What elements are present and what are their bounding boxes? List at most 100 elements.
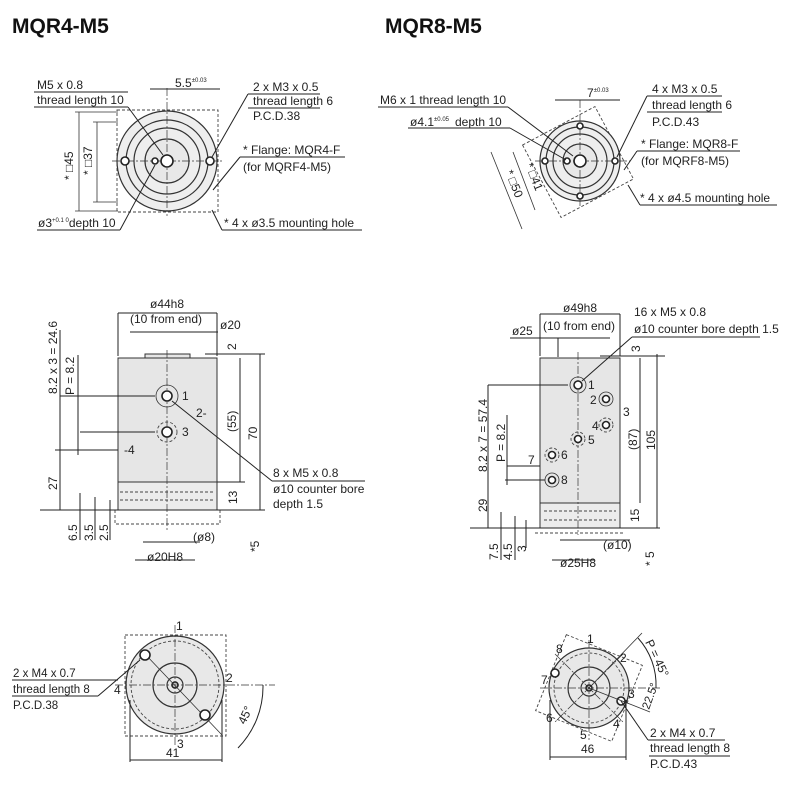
port-bore: ø10 counter bore	[273, 482, 365, 496]
thread-length: thread length 8	[13, 684, 90, 696]
port-8: 8	[556, 642, 563, 656]
side-thread-pcd: P.C.D.43	[652, 115, 699, 129]
from-end: (10 from end)	[130, 312, 202, 326]
port-6: 6	[546, 711, 553, 725]
side-thread-length: thread length 6	[253, 94, 333, 108]
port-6: 6	[561, 448, 568, 462]
pitch-total: 8.2 x 3 = 24.6	[46, 321, 60, 394]
port-2: 2	[620, 651, 627, 665]
dia-neck: ø25	[512, 324, 533, 338]
pitch: P = 8.2	[494, 424, 508, 462]
square-inner-dim: * □37	[81, 146, 95, 175]
dim-5: *5	[248, 540, 262, 552]
offset-dim: 7±0.03	[587, 86, 609, 100]
center-thread-length: thread length 10	[37, 93, 124, 107]
dia-10: (ø10)	[603, 538, 632, 552]
dim-7-5: 7.5	[487, 543, 501, 560]
dim-2: 2	[225, 343, 239, 350]
side-thread-pcd: P.C.D.38	[253, 109, 300, 123]
dim-7: 7	[528, 453, 535, 467]
port-8: 8	[561, 473, 568, 487]
dim-2-5: 2.5	[97, 524, 111, 541]
port-1: 1	[588, 378, 595, 392]
dim-27: 27	[46, 476, 60, 490]
dim-55: (55)	[225, 411, 239, 432]
dia-neck: ø20	[220, 318, 241, 332]
dim-3: 3	[515, 545, 529, 552]
port-4: 4	[592, 419, 599, 433]
model-title-mqr8: MQR8-M5	[385, 15, 482, 38]
side-thread-label: 2 x M3 x 0.5	[253, 80, 319, 94]
width-dim: 41	[166, 746, 180, 760]
dim-4-5: 4.5	[501, 543, 515, 560]
port-4: 4	[114, 683, 121, 697]
port-5: 5	[580, 728, 587, 742]
center-thread-label: M5 x 0.8	[37, 78, 83, 92]
flange-for-label: (for MQRF4-M5)	[243, 160, 331, 174]
port-2: 2-	[196, 406, 207, 420]
port-3: 3	[177, 737, 184, 751]
pin-hole-label: ø3+0.1 0depth 10	[38, 216, 116, 230]
dim-5: * 5	[643, 551, 657, 566]
port-1: 1	[176, 619, 183, 633]
pitch-total: 8.2 x 7 = 57.4	[476, 399, 490, 472]
dim-3-top: 3	[629, 345, 643, 352]
side-thread-label: 4 x M3 x 0.5	[652, 82, 718, 96]
center-thread-hole	[160, 154, 174, 168]
offset-dim: 5.5±0.03	[175, 76, 207, 90]
width-dim: 46	[581, 742, 595, 756]
dim-3-side: 3	[623, 405, 630, 419]
thread-length: thread length 8	[650, 741, 730, 755]
flange-for-label: (for MQRF8-M5)	[641, 154, 729, 168]
mounting-hole-label: * 4 x ø4.5 mounting hole	[640, 191, 770, 205]
dia-20h8: ø20H8	[147, 550, 183, 564]
port-2: 2	[226, 671, 233, 685]
port-1: 1	[587, 632, 594, 646]
port-4: -4	[124, 443, 135, 457]
dim-3-5: 3.5	[82, 524, 96, 541]
flange-label: * Flange: MQR4-F	[243, 143, 340, 157]
dim-105: 105	[644, 430, 658, 450]
port-5: 5	[588, 433, 595, 447]
dim-29: 29	[476, 498, 490, 512]
thread-label: 2 x M4 x 0.7	[13, 668, 76, 680]
port-4: 4	[613, 717, 620, 731]
mqr4-top-view: M5 x 0.8 thread length 10 5.5±0.03 2 x M…	[34, 76, 362, 231]
from-end: (10 from end)	[543, 319, 615, 333]
half-angle: 22.5°	[641, 682, 662, 711]
square-outer-dim: * □50	[502, 168, 526, 200]
dim-6-5: 6.5	[66, 524, 80, 541]
port-thread: 8 x M5 x 0.8	[273, 466, 339, 480]
angle-dim: 45°	[235, 704, 255, 727]
mqr4-side-view: ø44h8 (10 from end) ø20 2 1 2- 3 -4 (55)…	[40, 297, 365, 564]
mounting-hole-label: * 4 x ø3.5 mounting hole	[224, 216, 354, 230]
ports	[544, 376, 614, 488]
side-thread-length: thread length 6	[652, 98, 732, 112]
flange-label: * Flange: MQR8-F	[641, 137, 738, 151]
pitch-angle: P = 45°	[642, 637, 672, 679]
square-outer-dim: * □45	[62, 151, 76, 180]
thread-label: 2 x M4 x 0.7	[650, 726, 716, 740]
thread-pcd: P.C.D.43	[650, 757, 697, 771]
dim-13: 13	[226, 490, 240, 504]
dia-8: (ø8)	[193, 530, 215, 544]
mqr8-bottom-view: 1 2 3 4 5 6 7 8 P = 45° 22.5° 2 x M4 x 0…	[535, 632, 730, 771]
dia-outer: ø44h8	[150, 297, 184, 311]
model-title-mqr4: MQR4-M5	[12, 15, 109, 38]
dia-25h8: ø25H8	[560, 556, 596, 570]
dim-70: 70	[246, 426, 260, 440]
port-depth: depth 1.5	[273, 497, 323, 511]
dim-87: (87)	[626, 429, 640, 450]
body	[117, 357, 218, 483]
thread-pcd: P.C.D.38	[13, 700, 58, 712]
port-1: 1	[182, 389, 189, 403]
dia-outer: ø49h8	[563, 301, 597, 315]
center-thread-hole	[573, 154, 587, 168]
port-bore: ø10 counter bore depth 1.5	[634, 322, 779, 336]
port-thread: 16 x M5 x 0.8	[634, 305, 706, 319]
mqr8-side-view: ø49h8 (10 from end) ø25 16 x M5 x 0.8 ø1…	[470, 301, 779, 570]
pitch: P = 8.2	[63, 357, 77, 395]
